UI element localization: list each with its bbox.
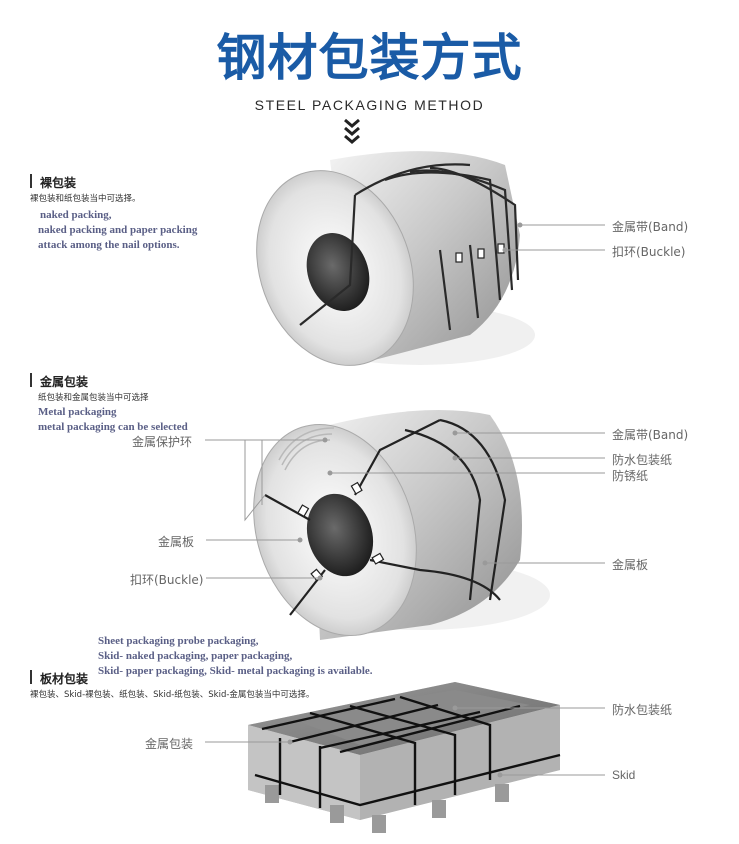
section-bar <box>30 670 32 684</box>
page-subtitle: STEEL PACKAGING METHOD <box>254 97 485 113</box>
label-protective-ring: 金属保护环 <box>132 435 193 449</box>
section-title-naked: 裸包装 <box>40 176 77 190</box>
section-english-sheet: Sheet packaging probe packaging, Skid- n… <box>98 634 373 679</box>
leader-lines-sheet <box>205 707 605 776</box>
label-metal-packaging: 金属包装 <box>145 737 194 751</box>
english-line: naked packing and paper packing <box>38 224 198 236</box>
section-title-metal: 金属包装 <box>40 375 89 389</box>
label-metal-plate-right: 金属板 <box>612 558 649 572</box>
label-waterproof-paper-sheet: 防水包装纸 <box>612 703 673 717</box>
english-line: Skid- naked packaging, paper packaging, <box>98 650 293 662</box>
english-line: Metal packaging <box>38 406 117 418</box>
section-bar <box>30 174 32 188</box>
label-antirust-paper: 防锈纸 <box>612 469 649 483</box>
leader-lines-coil1 <box>505 224 605 251</box>
section-english-metal: Metal packaging metal packaging can be s… <box>38 405 188 435</box>
page-title: 钢材包装方式 <box>216 29 523 87</box>
english-line: Sheet packaging probe packaging, <box>98 635 259 647</box>
section-subtitle-naked: 裸包装和纸包装当中可选择。 <box>30 194 141 204</box>
section-bar <box>30 373 32 387</box>
sheet-stack-illustration <box>248 682 561 833</box>
label-buckle: 扣环(Buckle) <box>612 245 686 259</box>
label-band: 金属带(Band) <box>612 220 689 234</box>
down-chevron-icon <box>344 118 360 144</box>
english-line: Skid- paper packaging, Skid- metal packa… <box>98 665 373 677</box>
label-skid: Skid <box>612 768 636 782</box>
label-waterproof-paper: 防水包装纸 <box>612 453 673 467</box>
leader-lines-coil2 <box>205 432 605 579</box>
english-line: naked packing, <box>40 209 112 221</box>
section-subtitle-metal: 纸包装和金属包装当中可选择 <box>38 393 149 403</box>
section-title-sheet: 板材包装 <box>40 672 89 686</box>
english-line: attack among the nail options. <box>38 239 180 251</box>
section-english-naked: naked packing, naked packing and paper p… <box>38 208 198 253</box>
label-band-metal: 金属带(Band) <box>612 428 689 442</box>
label-buckle-metal: 扣环(Buckle) <box>130 573 204 587</box>
metal-coil-illustration <box>253 410 550 640</box>
naked-coil-illustration <box>256 151 535 366</box>
english-line: metal packaging can be selected <box>38 421 188 433</box>
label-metal-plate-left: 金属板 <box>158 535 195 549</box>
section-subtitle-sheet: 裸包装、Skid-裸包装、纸包装、Skid-纸包装、Skid-金属包装当中可选择… <box>30 690 315 700</box>
